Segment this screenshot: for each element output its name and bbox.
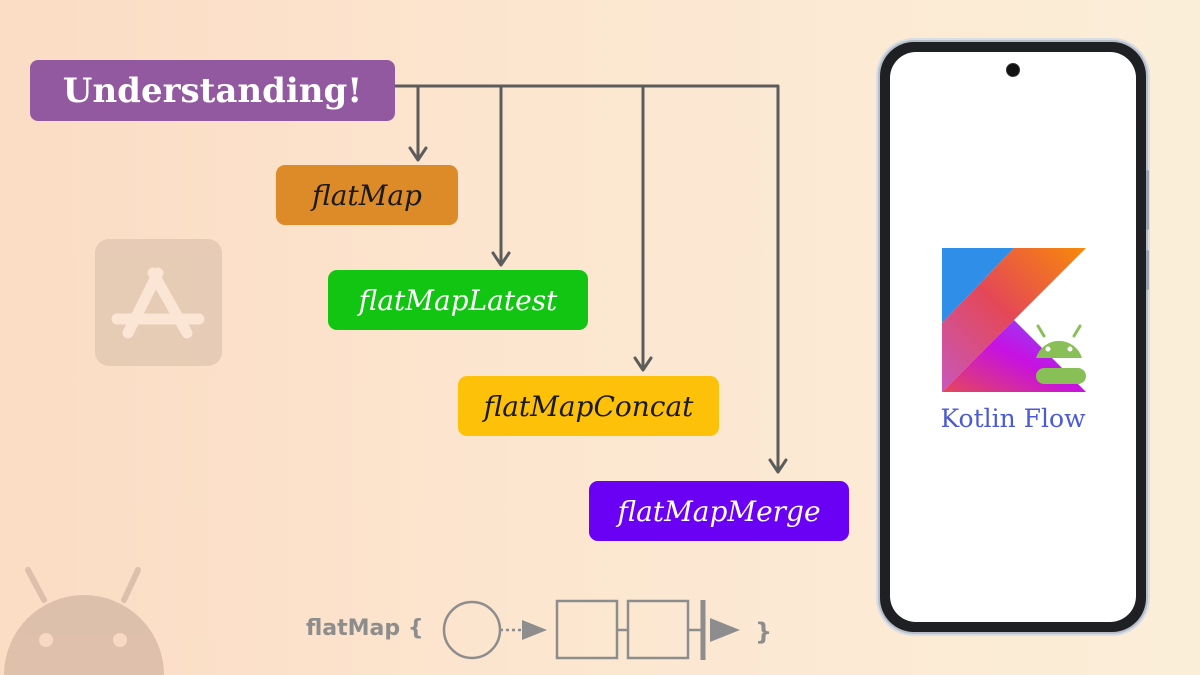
arrow-flatmapconcat <box>633 356 653 372</box>
flatmaplatest-label: flatMapLatest <box>358 283 558 317</box>
marble-arrow-1 <box>522 620 547 640</box>
marble-label-text: flatMap <box>306 616 401 641</box>
marble-arrow-2 <box>710 618 740 642</box>
kotlin-logo <box>942 248 1086 392</box>
title-text: Understanding! <box>62 70 363 111</box>
flatmapmerge-label: flatMapMerge <box>617 494 821 528</box>
phone-power-button <box>1146 250 1149 290</box>
android-icon <box>4 567 164 675</box>
marble-circle <box>442 600 502 660</box>
arrow-flatmapmerge <box>768 458 788 474</box>
understanding-title: Understanding! <box>30 60 395 121</box>
camera-icon <box>1007 64 1019 76</box>
flatmapmerge-box: flatMapMerge <box>589 481 849 541</box>
marble-diagram: } <box>442 599 772 660</box>
marble-box-1 <box>555 599 619 660</box>
marble-box-2 <box>626 599 690 660</box>
phone-volume-button <box>1146 170 1149 230</box>
flatmap-label: flatMap <box>312 178 422 212</box>
marble-diagram-label: flatMap { <box>306 616 424 641</box>
marble-open-brace: { <box>407 616 424 641</box>
kotlin-flow-text: Kotlin Flow <box>940 404 1086 433</box>
marble-close-brace: } <box>755 618 772 646</box>
kotlin-flow-caption: Kotlin Flow <box>900 404 1126 433</box>
flatmaplatest-box: flatMapLatest <box>328 270 588 330</box>
phone-mockup <box>880 42 1146 632</box>
flatmapconcat-label: flatMapConcat <box>483 389 694 423</box>
arrow-flatmaplatest <box>491 251 511 267</box>
flatmap-box: flatMap <box>276 165 458 225</box>
android-icon <box>1036 324 1086 384</box>
connector-trunk <box>393 84 780 472</box>
arrow-flatmap <box>408 146 428 162</box>
app-store-icon <box>95 239 222 366</box>
flatmapconcat-box: flatMapConcat <box>458 376 719 436</box>
